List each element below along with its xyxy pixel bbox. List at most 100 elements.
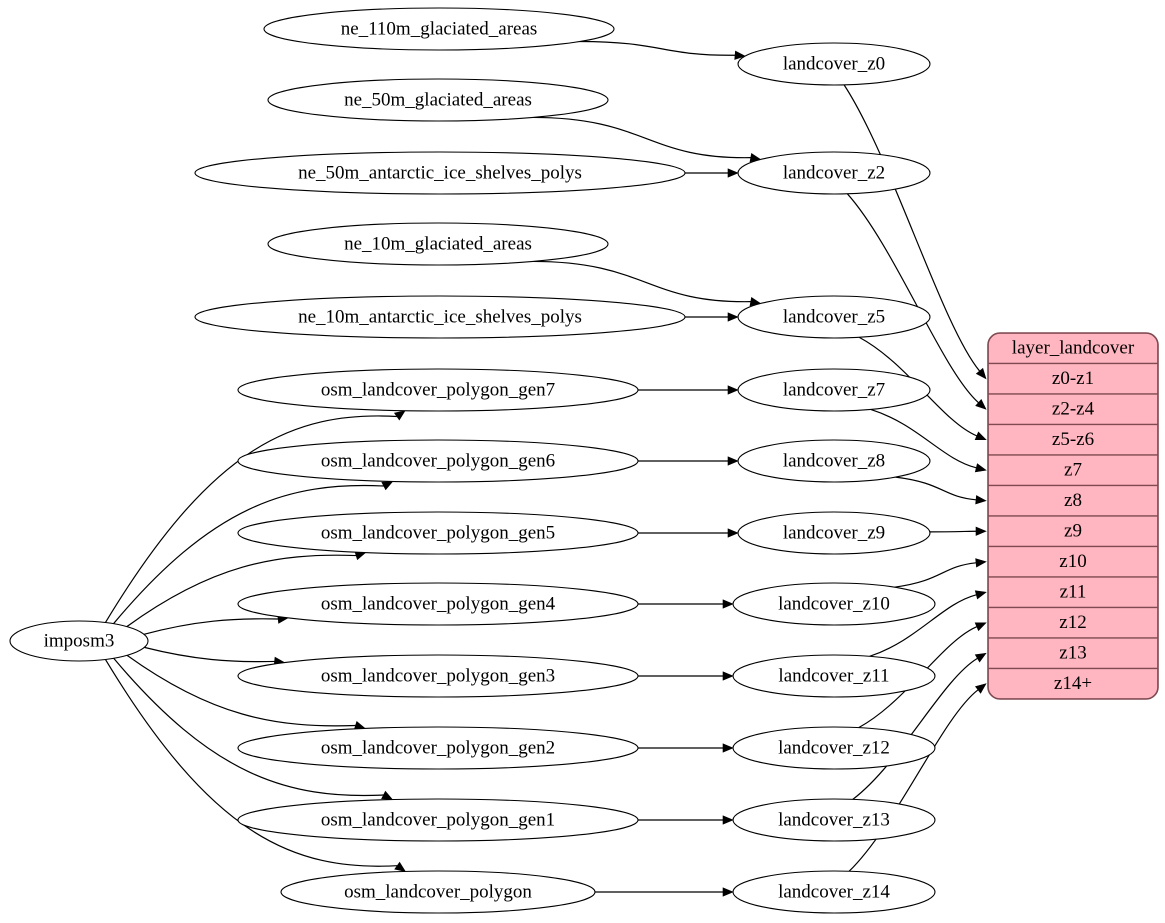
node-landcover_z12[interactable]: landcover_z12 — [732, 726, 936, 770]
node-ellipse-shape — [237, 511, 639, 555]
table-row-cell[interactable] — [988, 545, 1158, 578]
edge-arrowhead — [381, 481, 394, 491]
node-ellipse-shape — [280, 870, 596, 914]
node-landcover_z7[interactable]: landcover_z7 — [737, 368, 931, 412]
node-imposm3[interactable]: imposm3 — [9, 620, 149, 662]
node-ellipse-shape — [237, 368, 639, 412]
node-landcover_z13[interactable]: landcover_z13 — [732, 798, 936, 842]
node-ellipse-shape — [237, 654, 639, 698]
node-ellipse-shape — [732, 582, 936, 626]
table-row-cell[interactable] — [988, 393, 1158, 426]
edge-ne_50m_glaciated_areas-to-landcover_z2 — [532, 116, 751, 159]
node-ne_10m_antarctic_ice_shelves_polys[interactable]: ne_10m_antarctic_ice_shelves_polys — [194, 295, 686, 339]
edge-landcover_z9-to-table-row — [929, 530, 977, 533]
table-row-cell[interactable] — [988, 515, 1158, 548]
edge-imposm3-to-osm_landcover_polygon_gen4 — [143, 618, 279, 635]
edge-arrowhead — [734, 50, 746, 60]
edge-arrowhead — [727, 312, 739, 322]
node-landcover_z0[interactable]: landcover_z0 — [737, 42, 931, 86]
edge-arrowhead — [974, 622, 987, 632]
edge-landcover_z10-to-table-row — [894, 562, 977, 588]
node-ellipse-shape — [732, 870, 936, 914]
node-osm_landcover_polygon_gen1[interactable]: osm_landcover_polygon_gen1 — [237, 798, 639, 842]
edge-arrowhead — [974, 683, 987, 694]
node-osm_landcover_polygon_gen6[interactable]: osm_landcover_polygon_gen6 — [237, 439, 639, 483]
node-landcover_z9[interactable]: landcover_z9 — [737, 511, 931, 555]
node-ellipse-shape — [737, 368, 931, 412]
edge-arrowhead — [722, 671, 734, 681]
node-ellipse-shape — [237, 439, 639, 483]
node-landcover_z8[interactable]: landcover_z8 — [737, 439, 931, 483]
edge-arrowhead — [727, 168, 739, 178]
node-ellipse-shape — [237, 726, 639, 770]
table-row-cell[interactable] — [988, 423, 1158, 456]
edge-imposm3-to-osm_landcover_polygon_gen2 — [126, 654, 356, 727]
edge-arrowhead — [727, 385, 739, 395]
node-osm_landcover_polygon_gen4[interactable]: osm_landcover_polygon_gen4 — [237, 582, 639, 626]
edge-imposm3-to-osm_landcover_polygon_gen6 — [113, 484, 384, 625]
node-ne_50m_glaciated_areas[interactable]: ne_50m_glaciated_areas — [267, 78, 609, 122]
edge-arrowhead — [975, 367, 987, 380]
edge-imposm3-to-osm_landcover_polygon_gen7 — [104, 415, 397, 623]
table-row-cell[interactable] — [988, 362, 1158, 395]
table-header-cell[interactable] — [988, 333, 1158, 365]
node-ellipse-shape — [194, 295, 686, 339]
node-ne_110m_glaciated_areas[interactable]: ne_110m_glaciated_areas — [263, 7, 615, 51]
table-node-layer: layer_landcoverz0-z1z2-z4z5-z6z7z8z9z10z… — [987, 332, 1159, 700]
node-ellipse-shape — [737, 295, 931, 339]
node-landcover_z14[interactable]: landcover_z14 — [732, 870, 936, 914]
edge-landcover_z0-to-table-row — [843, 84, 981, 372]
edge-arrowhead — [722, 599, 734, 609]
node-landcover_z10[interactable]: landcover_z10 — [732, 582, 936, 626]
node-osm_landcover_polygon_gen7[interactable]: osm_landcover_polygon_gen7 — [237, 368, 639, 412]
edge-arrowhead — [393, 410, 406, 421]
node-osm_landcover_polygon_gen5[interactable]: osm_landcover_polygon_gen5 — [237, 511, 639, 555]
table-row-cell[interactable] — [988, 576, 1158, 609]
table-row-cell[interactable] — [988, 606, 1158, 639]
node-ellipse-shape — [732, 798, 936, 842]
edge-layer — [104, 40, 987, 897]
node-landcover_z11[interactable]: landcover_z11 — [732, 654, 936, 698]
edge-arrowhead — [975, 558, 987, 568]
node-ellipse-shape — [737, 511, 931, 555]
table-row-cell[interactable] — [988, 454, 1158, 487]
edge-landcover_z13-to-table-row — [852, 657, 978, 800]
edge-arrowhead — [975, 526, 987, 536]
node-osm_landcover_polygon_gen3[interactable]: osm_landcover_polygon_gen3 — [237, 654, 639, 698]
edge-imposm3-to-osm_landcover_polygon_gen3 — [144, 646, 275, 663]
node-ellipse-shape — [267, 78, 609, 122]
edge-arrowhead — [727, 456, 739, 466]
table-row-cell[interactable] — [988, 667, 1158, 700]
node-osm_landcover_polygon_gen2[interactable]: osm_landcover_polygon_gen2 — [237, 726, 639, 770]
node-ellipse-shape — [732, 726, 936, 770]
node-ellipse-shape — [267, 222, 609, 266]
node-ellipse-shape — [737, 439, 931, 483]
node-osm_landcover_polygon[interactable]: osm_landcover_polygon — [280, 870, 596, 914]
node-ellipse-shape — [263, 7, 615, 51]
node-ellipse-shape — [737, 42, 931, 86]
node-ellipse-shape — [732, 654, 936, 698]
edge-ne_10m_glaciated_areas-to-landcover_z5 — [532, 260, 751, 303]
edge-arrowhead — [381, 790, 394, 800]
table-node-layer_landcover[interactable]: layer_landcoverz0-z1z2-z4z5-z6z7z8z9z10z… — [988, 333, 1158, 699]
table-outline — [987, 332, 1159, 700]
edge-landcover_z7-to-table-row — [870, 408, 977, 469]
edge-arrowhead — [722, 887, 734, 897]
edge-arrowhead — [722, 815, 734, 825]
node-ellipse-shape — [737, 151, 931, 195]
node-ellipse-shape — [237, 582, 639, 626]
node-ellipse-shape — [194, 151, 686, 195]
edge-imposm3-to-osm_landcover_polygon_gen5 — [126, 554, 357, 628]
node-landcover_z2[interactable]: landcover_z2 — [737, 151, 931, 195]
node-landcover_z5[interactable]: landcover_z5 — [737, 295, 931, 339]
node-ne_50m_antarctic_ice_shelves_polys[interactable]: ne_50m_antarctic_ice_shelves_polys — [194, 151, 686, 195]
table-row-cell[interactable] — [988, 637, 1158, 670]
edge-arrowhead — [975, 398, 987, 410]
node-ne_10m_glaciated_areas[interactable]: ne_10m_glaciated_areas — [267, 222, 609, 266]
edge-ne_110m_glaciated_areas-to-landcover_z0 — [579, 40, 736, 56]
node-ellipse-shape — [9, 620, 149, 662]
table-row-cell[interactable] — [988, 484, 1158, 517]
edge-landcover_z14-to-table-row — [848, 689, 979, 872]
